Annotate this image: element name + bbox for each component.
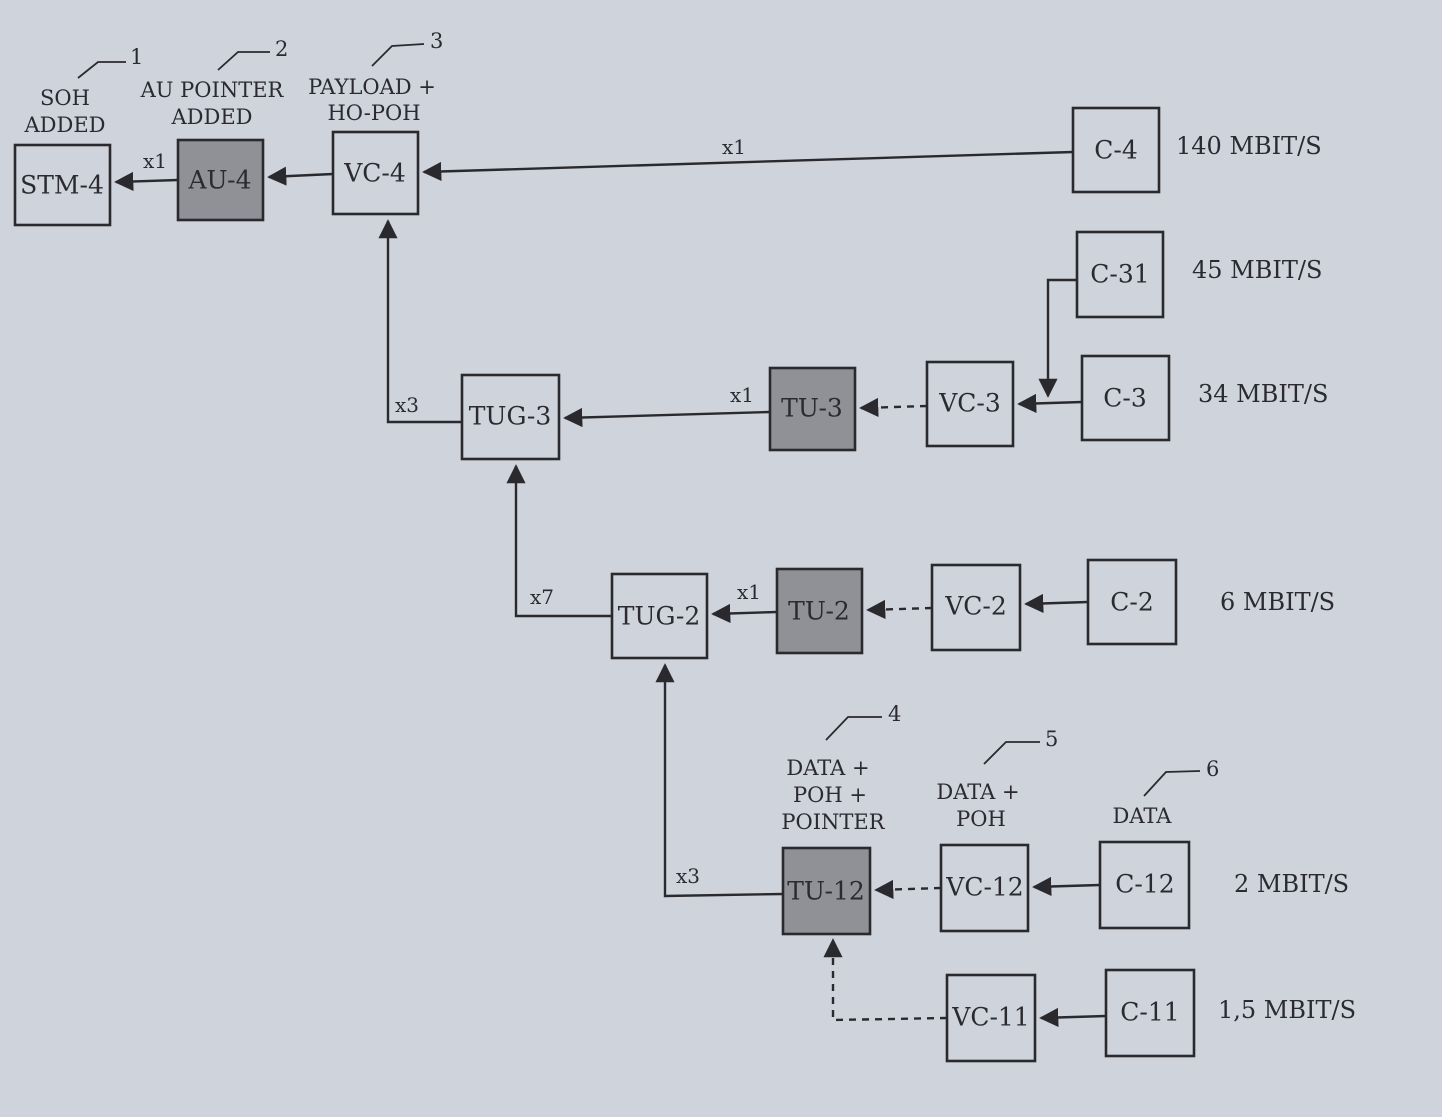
block-tug3-label: TUG-3 (469, 402, 552, 431)
block-tu12: TU-12 (781, 846, 872, 936)
connector-c31-vc3 (1038, 278, 1077, 398)
annotation-line: PAYLOAD + (308, 75, 436, 99)
block-tu12-label: TU-12 (787, 877, 865, 906)
rate-c12: 2 MBIT/S (1234, 870, 1349, 898)
block-tu2: TU-2 (775, 567, 864, 655)
annotation-line: ADDED (23, 113, 105, 137)
multiplier-tug2-tug3: x7 (530, 585, 554, 609)
rate-c2: 6 MBIT/S (1220, 588, 1335, 616)
connector-c12-vc12 (1032, 876, 1101, 897)
block-vc3: VC-3 (925, 360, 1015, 448)
block-vc12: VC-12 (939, 843, 1030, 933)
annotation-line: DATA (1113, 804, 1173, 828)
annotation-number: 5 (1045, 727, 1058, 751)
annotation-1: 1 SOH ADDED (23, 45, 143, 137)
annotation-4: 4 DATA + POH + POINTER (781, 702, 901, 834)
annotation-number: 4 (888, 702, 901, 726)
block-c4: C-4 (1071, 106, 1161, 194)
connector-tu2-tug2 (711, 603, 778, 624)
block-vc12-label: VC-12 (945, 873, 1023, 902)
block-c3: C-3 (1080, 354, 1171, 442)
annotation-2: 2 AU POINTER ADDED (140, 37, 289, 129)
block-stm4: STM-4 (13, 143, 112, 227)
block-stm4-label: STM-4 (20, 171, 104, 200)
annotation-number: 6 (1206, 757, 1219, 781)
block-vc2-label: VC-2 (944, 592, 1007, 621)
connector-au4-stm4 (114, 171, 179, 192)
block-c11: C-11 (1104, 968, 1196, 1058)
annotation-number: 2 (275, 37, 288, 61)
annotation-line: DATA + (786, 756, 869, 780)
block-tu2-label: TU-2 (788, 597, 850, 626)
annotation-3: 3 PAYLOAD + HO-POH (308, 29, 443, 125)
block-vc11: VC-11 (945, 973, 1037, 1063)
annotation-line: HO-POH (327, 101, 420, 125)
block-vc2: VC-2 (930, 563, 1022, 652)
block-c31: C-31 (1075, 230, 1165, 319)
connector-c3-vc3 (1017, 393, 1083, 414)
block-c12-label: C-12 (1115, 870, 1174, 899)
connector-tu12-tug2 (655, 663, 784, 898)
connector-vc4-au4 (267, 166, 334, 186)
block-c11-label: C-11 (1120, 998, 1179, 1027)
block-vc4-label: VC-4 (343, 159, 406, 188)
multiplier-tu12-tug2: x3 (676, 864, 700, 888)
annotation-number: 3 (430, 29, 443, 53)
connector-c4-vc4 (422, 150, 1074, 182)
connector-vc11-tu12 (823, 938, 948, 1022)
block-tu3: TU-3 (768, 366, 857, 452)
block-c31-label: C-31 (1090, 260, 1149, 289)
block-c12: C-12 (1098, 840, 1191, 930)
connector-vc2-tu2 (866, 599, 933, 620)
annotation-line: POINTER (781, 810, 885, 834)
block-vc3-label: VC-3 (938, 389, 1001, 418)
connector-tug2-tug3 (506, 464, 612, 618)
rate-c31: 45 MBIT/S (1192, 256, 1322, 284)
block-c3-label: C-3 (1103, 384, 1146, 413)
multiplier-tu2-tug2: x1 (737, 580, 761, 604)
annotation-line: DATA + (936, 780, 1019, 804)
annotation-line: SOH (40, 86, 90, 110)
block-tug3: TUG-3 (460, 373, 561, 461)
annotation-line: AU POINTER (140, 78, 285, 102)
connector-vc3-tu3 (859, 397, 928, 418)
annotation-5: 5 DATA + POH (936, 727, 1058, 831)
block-au4: AU-4 (176, 138, 265, 222)
block-tug2: TUG-2 (610, 572, 709, 660)
multiplier-tug3-vc4: x3 (395, 393, 419, 417)
connector-tug3-vc4 (378, 219, 462, 424)
annotation-6: 6 DATA (1113, 757, 1220, 828)
block-c2-label: C-2 (1110, 588, 1153, 617)
annotation-line: POH + (793, 783, 867, 807)
annotation-line: ADDED (170, 105, 252, 129)
block-c2: C-2 (1086, 558, 1178, 646)
annotation-line: POH (956, 807, 1006, 831)
annotation-number: 1 (130, 45, 143, 69)
connector-vc12-tu12 (874, 879, 942, 900)
block-au4-label: AU-4 (187, 166, 251, 195)
rate-c3: 34 MBIT/S (1198, 380, 1328, 408)
connector-c11-vc11 (1039, 1007, 1107, 1028)
connector-c2-vc2 (1024, 593, 1089, 614)
block-tu3-label: TU-3 (781, 394, 843, 423)
block-vc4: VC-4 (331, 130, 420, 216)
connector-tu3-tug3 (563, 407, 771, 428)
multiplier-au4-stm4: x1 (143, 149, 167, 173)
multiplier-c4-vc4: x1 (722, 135, 746, 159)
block-vc11-label: VC-11 (951, 1003, 1029, 1032)
block-c4-label: C-4 (1094, 136, 1137, 165)
block-tug2-label: TUG-2 (618, 602, 701, 631)
rate-c4: 140 MBIT/S (1176, 132, 1322, 160)
rate-c11: 1,5 MBIT/S (1218, 996, 1356, 1024)
multiplier-tu3-tug3: x1 (730, 383, 754, 407)
